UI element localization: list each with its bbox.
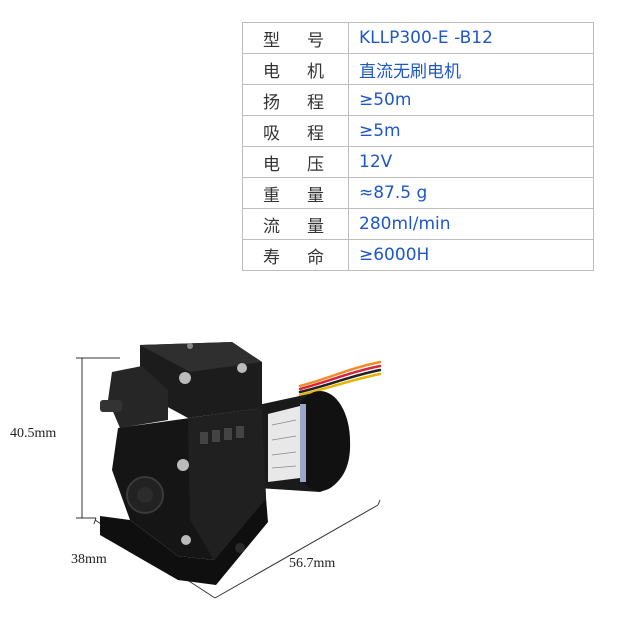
spec-label-char: 吸 [263, 123, 280, 144]
spec-table: 型号 KLLP300-E -B12 电机 直流无刷电机 扬程 ≥50m 吸程 ≥… [242, 22, 594, 271]
spec-label-char: 型 [263, 30, 280, 51]
spec-label-char: 量 [307, 185, 324, 206]
spec-label: 吸程 [242, 115, 349, 147]
pump-head [100, 342, 262, 428]
pump-body [100, 408, 268, 585]
spec-row-weight: 重量 ≈87.5 g [242, 177, 594, 209]
spec-label: 重量 [242, 177, 349, 209]
dimension-height-label: 40.5mm [10, 426, 57, 441]
spec-value-head: ≥50m [348, 84, 594, 116]
spec-label-char: 命 [307, 247, 324, 268]
spec-label-char: 程 [307, 92, 324, 113]
spec-row-life: 寿命 ≥6000H [242, 239, 594, 271]
spec-label: 寿命 [242, 239, 349, 271]
motor-body [258, 391, 351, 492]
spec-label: 型号 [242, 22, 349, 54]
spec-label: 电机 [242, 53, 349, 85]
spec-label-char: 机 [307, 61, 324, 82]
spec-row-suction: 吸程 ≥5m [242, 115, 594, 147]
spec-row-voltage: 电压 12V [242, 146, 594, 178]
spec-label-char: 量 [307, 216, 324, 237]
pump-product-image [76, 342, 382, 599]
spec-label: 扬程 [242, 84, 349, 116]
spec-value-suction: ≥5m [348, 115, 594, 147]
spec-value-motor: 直流无刷电机 [348, 53, 594, 85]
spec-label-char: 号 [307, 30, 324, 51]
spec-label-char: 寿 [263, 247, 280, 268]
spec-value-flow: 280ml/min [348, 208, 594, 240]
dimension-depth-label: 38mm [71, 552, 107, 567]
spec-label-char: 扬 [263, 92, 280, 113]
spec-row-motor: 电机 直流无刷电机 [242, 53, 594, 85]
spec-row-head: 扬程 ≥50m [242, 84, 594, 116]
spec-value-voltage: 12V [348, 146, 594, 178]
spec-label-char: 压 [307, 154, 324, 175]
spec-value-life: ≥6000H [348, 239, 594, 271]
spec-label-char: 电 [263, 61, 280, 82]
spec-label: 电压 [242, 146, 349, 178]
spec-label-char: 程 [307, 123, 324, 144]
spec-label-char: 流 [263, 216, 280, 237]
spec-label-char: 重 [263, 185, 280, 206]
spec-label-char: 电 [263, 154, 280, 175]
spec-value-model: KLLP300-E -B12 [348, 22, 594, 54]
motor-wires [298, 360, 382, 397]
spec-value-weight: ≈87.5 g [348, 177, 594, 209]
dimension-length-label: 56.7mm [289, 556, 336, 571]
spec-row-flow: 流量 280ml/min [242, 208, 594, 240]
spec-row-model: 型号 KLLP300-E -B12 [242, 22, 594, 54]
spec-label: 流量 [242, 208, 349, 240]
